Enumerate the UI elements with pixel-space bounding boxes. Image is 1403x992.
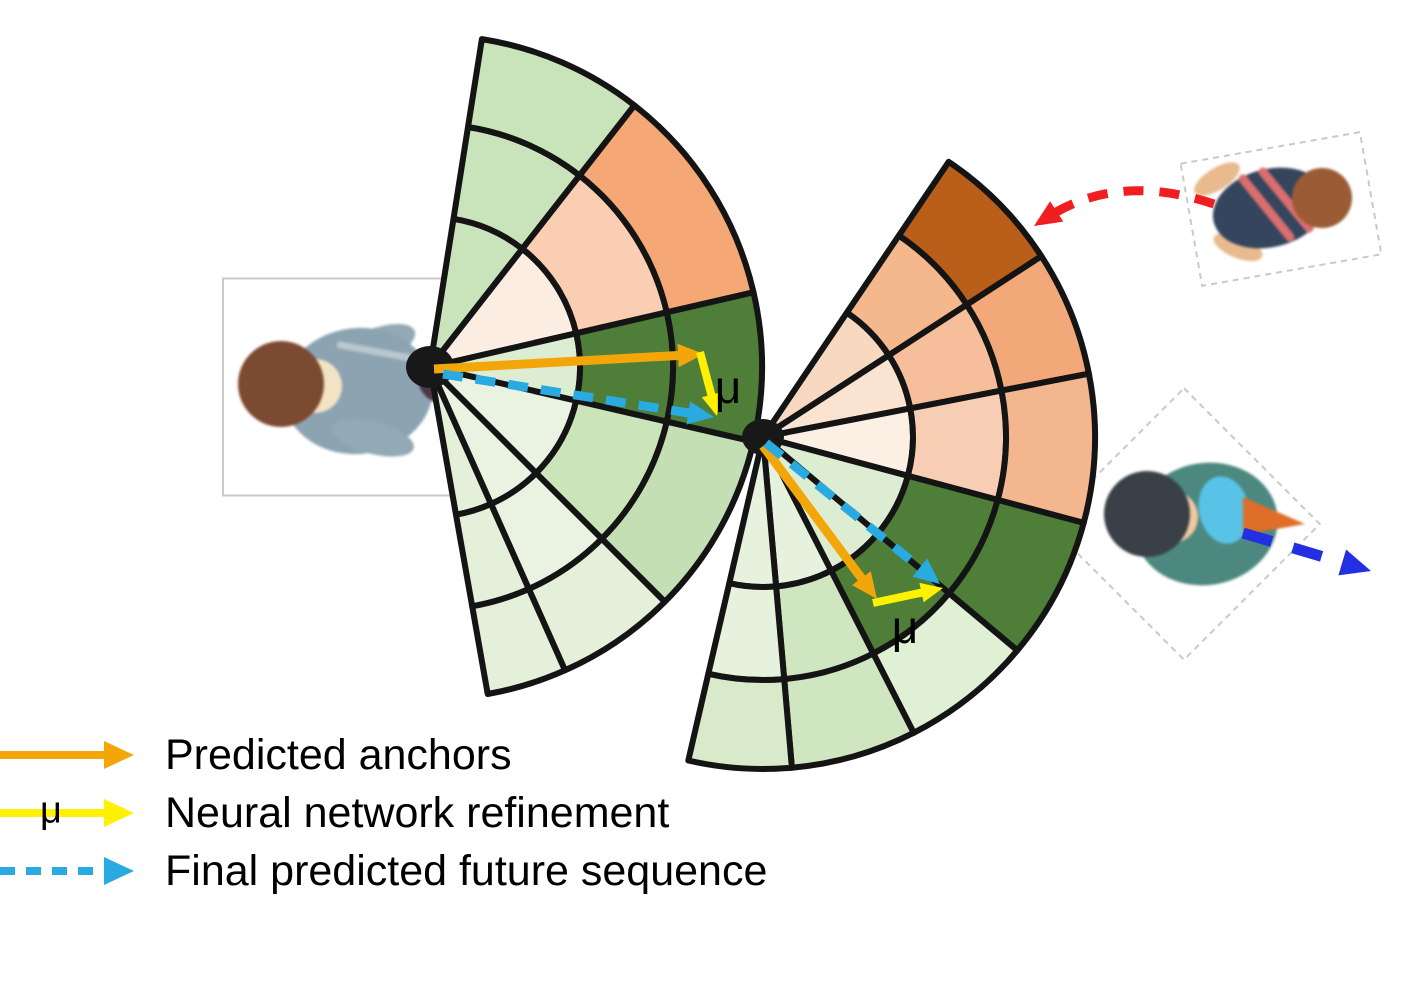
probability-fan-left-cell <box>469 586 568 697</box>
pedestrian-neighbor-right-part <box>1104 471 1190 557</box>
final-sequence-arrow-icon <box>0 857 134 885</box>
pedestrian-neighbor-right-part <box>1198 476 1250 544</box>
refinement-arrow-1-head <box>701 392 721 416</box>
legend-row-anchors: Predicted anchors <box>0 726 950 784</box>
legend-label-final: Final predicted future sequence <box>165 846 768 895</box>
legend-label-anchors: Predicted anchors <box>165 730 512 779</box>
predicted-anchor-arrow-1-head <box>677 343 704 368</box>
intent-arrow-red <box>1034 186 1216 226</box>
fans-layer <box>406 36 1098 772</box>
arrows-layer <box>433 186 1371 607</box>
probability-fan-left <box>406 36 766 697</box>
refinement-arrow-2 <box>872 582 943 607</box>
pedestrian-observed-part <box>283 327 433 455</box>
pedestrian-observed-part <box>332 419 414 457</box>
intent-arrow-blue <box>1241 527 1371 576</box>
pedestrian-neighbor-top-part <box>1292 168 1352 228</box>
mu-label-1: μ <box>715 361 742 413</box>
people-layer <box>238 162 1352 586</box>
refinement-arrow-icon <box>0 799 134 827</box>
pedestrian-neighbor-top-part <box>1194 162 1240 196</box>
legend-label-refinement: Neural network refinement <box>165 788 670 837</box>
probability-fan-left-origin-dot <box>406 346 454 388</box>
pedestrian-neighbor-right <box>1104 462 1305 586</box>
pedestrian-neighbor-right-part <box>1243 497 1305 535</box>
pedestrian-neighbor-top-part <box>1238 174 1295 242</box>
pedestrian-observed-part <box>238 341 324 427</box>
predicted-anchor-arrow-2 <box>759 443 877 599</box>
probability-fan-right-cell <box>685 670 795 772</box>
refinement-arrow-2-head <box>919 582 943 603</box>
pedestrian-observed <box>238 324 472 457</box>
predicted-anchor-arrow-1 <box>433 343 704 374</box>
probability-fan-right-cell <box>994 370 1098 526</box>
predicted-anchor-arrow-2-head <box>852 571 877 599</box>
refinement-arrow-1 <box>696 350 721 416</box>
probability-fan-right-cell <box>705 580 788 683</box>
final-sequence-arrow-1 <box>442 369 714 425</box>
final-sequence-arrow-1-head <box>686 401 714 425</box>
legend-row-final: Final predicted future sequence <box>0 842 950 900</box>
legend: Predicted anchors μ Neural network refin… <box>0 726 950 900</box>
final-sequence-arrow-2 <box>763 439 940 584</box>
final-sequence-arrow-2-head <box>912 558 940 584</box>
legend-row-refinement: μ Neural network refinement <box>0 784 950 842</box>
pedestrian-neighbor-top-part <box>1213 232 1263 262</box>
intent-arrow-blue-head <box>1338 549 1371 576</box>
mu-label-2: μ <box>892 601 919 653</box>
pedestrian-neighbor-top <box>1194 162 1352 262</box>
legend-mu-symbol: μ <box>40 789 62 832</box>
intent-arrow-red-head <box>1034 201 1064 226</box>
anchor-arrow-icon <box>0 741 134 769</box>
probability-fan-right <box>685 158 1098 772</box>
